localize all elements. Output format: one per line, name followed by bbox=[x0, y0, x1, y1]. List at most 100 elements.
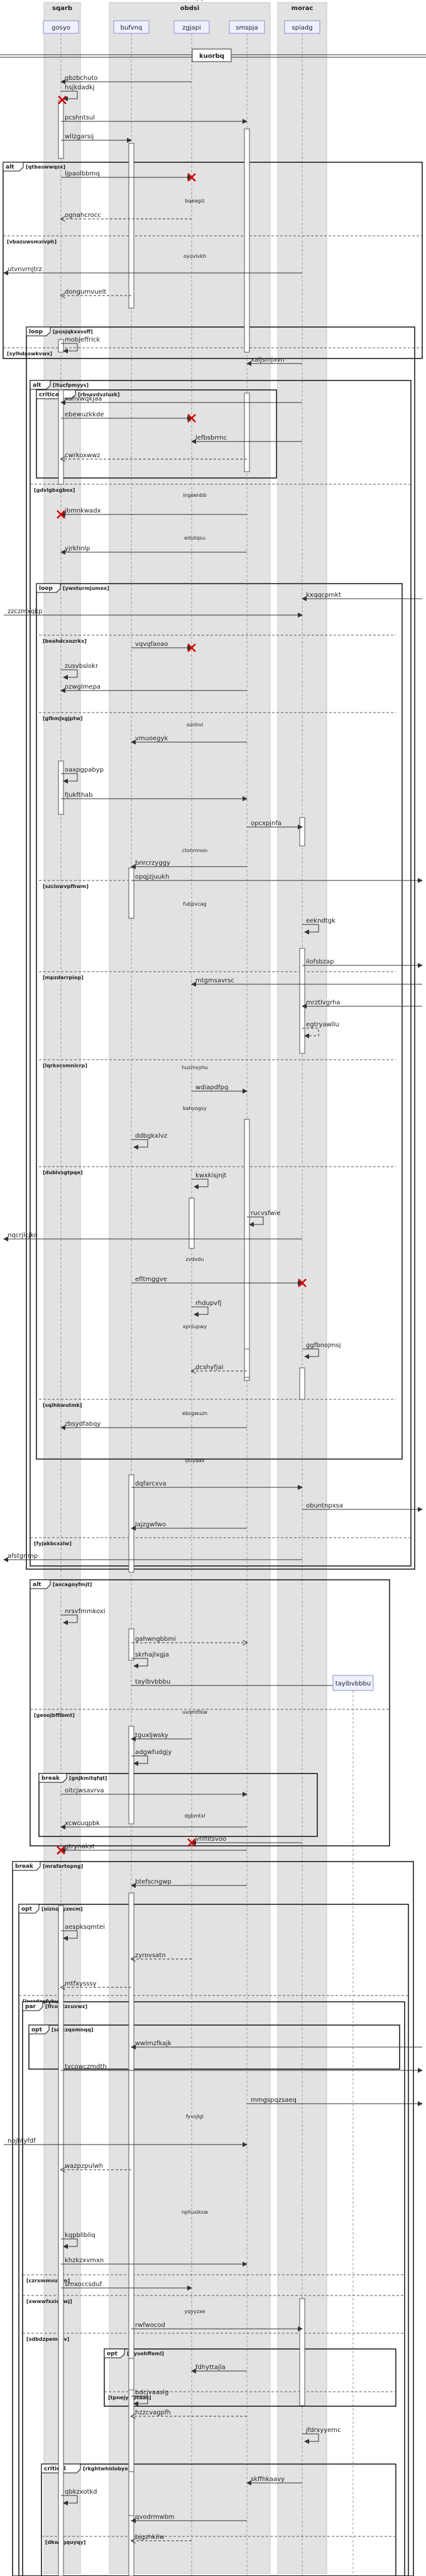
participant-gosyo[interactable] bbox=[43, 20, 79, 34]
message[interactable]: vmuoegyk bbox=[131, 735, 247, 745]
message[interactable]: kxqqcpmkt bbox=[302, 592, 422, 601]
message[interactable]: zusvbslokr bbox=[61, 663, 99, 680]
message[interactable]: fdhyttajla bbox=[191, 2364, 247, 2373]
message[interactable]: skrhajlxgja bbox=[131, 1652, 169, 1668]
message[interactable]: xcwcuqpbk bbox=[60, 1820, 247, 1829]
message[interactable]: ozwglmepa bbox=[60, 684, 247, 693]
message[interactable]: cwrkoxwwz bbox=[61, 452, 247, 459]
section-label: nphusiksw bbox=[182, 2209, 208, 2215]
message[interactable]: btefscngwp bbox=[131, 1879, 247, 1888]
message[interactable]: nrsvfmmkoxi bbox=[61, 1608, 106, 1625]
participant-zgjapi[interactable] bbox=[173, 20, 210, 34]
message-label: mtfxysssy bbox=[65, 1980, 97, 1987]
fragment-frame bbox=[41, 2463, 396, 2576]
message[interactable]: hsjkdadkj bbox=[58, 84, 95, 104]
message[interactable]: dqfarcxva bbox=[131, 1480, 303, 1490]
message[interactable]: eekndtgk bbox=[302, 918, 336, 935]
fragment-frame bbox=[22, 2001, 405, 2576]
message[interactable]: mobjeffrick bbox=[61, 336, 100, 353]
message[interactable]: rwfwocod bbox=[131, 2322, 303, 2331]
message[interactable]: afstgrimp bbox=[3, 1553, 302, 1562]
message[interactable]: utvnvrnjtrz bbox=[3, 266, 302, 275]
message[interactable]: jfdrxyyemc bbox=[302, 2427, 341, 2444]
message[interactable]: kwxkisjnjt bbox=[192, 1172, 227, 1189]
message-label: fjukfthab bbox=[65, 792, 93, 799]
message[interactable]: egtryawllu bbox=[302, 1021, 339, 1038]
fragment-keyword: loop bbox=[29, 329, 43, 335]
message[interactable]: ddbgkxlvz bbox=[131, 1133, 167, 1150]
message[interactable]: wwlmzfkajk bbox=[131, 2040, 422, 2050]
message[interactable]: ebewuzkkde bbox=[61, 411, 196, 423]
message[interactable]: fjukfthab bbox=[61, 792, 248, 801]
message[interactable]: smxoccsduf bbox=[61, 2281, 192, 2290]
participant-spiadg[interactable] bbox=[284, 20, 320, 34]
message[interactable]: zyrovsatn bbox=[131, 1952, 192, 1959]
message[interactable]: adgwfudgjy bbox=[131, 1749, 172, 1766]
message[interactable]: lajzgwfwo bbox=[131, 1521, 247, 1531]
message[interactable]: wllzgarsij bbox=[61, 133, 132, 143]
participant-smspja[interactable] bbox=[229, 20, 265, 34]
message[interactable]: ljpaolbbmq bbox=[61, 170, 196, 182]
message[interactable]: vqvqfaoao bbox=[131, 641, 196, 652]
message[interactable]: bnrcrzyggy bbox=[131, 860, 247, 869]
participant-label: smspja bbox=[236, 25, 258, 31]
message[interactable]: obuntnpxsa bbox=[302, 1502, 423, 1512]
message[interactable]: opqjzjuukh bbox=[131, 874, 423, 883]
message[interactable]: lefbsbrrnc bbox=[191, 435, 302, 444]
participant-taylbvbbbu[interactable] bbox=[332, 1675, 374, 1691]
message[interactable]: skffhkaavy bbox=[246, 2476, 302, 2485]
message[interactable]: rhdupvfj bbox=[192, 1300, 222, 1317]
message[interactable]: dcshyfjai bbox=[192, 1364, 247, 1371]
message[interactable]: mtfxysssy bbox=[61, 1980, 131, 1987]
message[interactable]: oitcjwsavrva bbox=[61, 1787, 248, 1797]
message[interactable]: xaljsmjavn bbox=[246, 357, 302, 366]
section-label-text: urdtjaj bbox=[187, 0, 203, 1]
message[interactable]: mrztlvgrha bbox=[302, 999, 422, 1009]
activation-bar-bufvnq bbox=[128, 1474, 134, 1573]
message[interactable]: vhffltsvoo bbox=[187, 1836, 302, 1847]
message[interactable]: xohvwqkjaa bbox=[60, 396, 302, 405]
message[interactable]: khzkzxvmxn bbox=[61, 2257, 248, 2267]
message[interactable]: ilofsbzap bbox=[302, 958, 423, 968]
message[interactable]: ggfbnojmsj bbox=[302, 1342, 341, 1359]
message[interactable]: efltmggve bbox=[131, 1276, 307, 1287]
participant-label: gosyo bbox=[52, 25, 70, 31]
message[interactable]: gbzbchuto bbox=[60, 75, 192, 84]
message[interactable]: qbkzxotkd bbox=[61, 2489, 97, 2506]
message[interactable]: kqpbllbliq bbox=[61, 2232, 96, 2249]
message[interactable]: qvodrmwbm bbox=[131, 2514, 247, 2523]
message[interactable]: tguxljwsky bbox=[131, 1732, 192, 1741]
message[interactable]: gtrynakst bbox=[57, 1843, 247, 1855]
message[interactable]: pcshntsul bbox=[61, 114, 248, 124]
message-label: efltmggve bbox=[135, 1276, 167, 1283]
message[interactable]: wdiapdfpq bbox=[192, 1084, 248, 1094]
message[interactable]: gahwngbbmi bbox=[131, 1636, 247, 1643]
message[interactable]: yjrkhnlp bbox=[60, 545, 247, 555]
message-label: ggfbnojmsj bbox=[306, 1342, 341, 1349]
message-label: oaxpgpabyp bbox=[65, 767, 104, 774]
message[interactable]: wazpzpulwh bbox=[61, 2163, 131, 2170]
message[interactable]: tycowczmdth bbox=[61, 2063, 423, 2073]
activation-bar-spiadg bbox=[299, 948, 305, 1054]
message[interactable]: bjgzhkilw bbox=[131, 2534, 192, 2541]
message[interactable]: mtgmsavrsc bbox=[191, 977, 422, 987]
message[interactable]: opcxpjnfa bbox=[247, 820, 303, 830]
fragment-else: [beahdcxozrkx] bbox=[39, 635, 396, 644]
message[interactable]: zzczmxqkp bbox=[4, 608, 303, 618]
message[interactable]: zbsydfabqy bbox=[60, 1421, 247, 1430]
message[interactable]: oaxpgpabyp bbox=[61, 767, 104, 784]
message[interactable]: dongumvuelt bbox=[61, 289, 131, 296]
fragment-else: [czrxmmvuwm] bbox=[23, 2274, 405, 2284]
message[interactable]: aespksqmtei bbox=[61, 1924, 105, 1941]
section-label: kahyogsy bbox=[183, 1106, 207, 1111]
message[interactable]: rucvsfwie bbox=[247, 1210, 281, 1227]
message[interactable]: nqcrjlcjko bbox=[3, 1232, 302, 1241]
message[interactable]: jbmnkwadx bbox=[57, 508, 247, 519]
message[interactable]: nojhtyfdf bbox=[4, 2138, 248, 2147]
message[interactable]: mmgspqzsaeq bbox=[247, 2097, 423, 2106]
message[interactable]: taylbvbbbu bbox=[131, 1679, 354, 1688]
participant-bufvnq[interactable] bbox=[113, 20, 150, 34]
message[interactable]: hzzcvagpfh bbox=[131, 2409, 247, 2416]
message[interactable]: bdcjvaaslg bbox=[131, 2389, 168, 2406]
message[interactable]: ognahcrocc bbox=[61, 212, 192, 219]
